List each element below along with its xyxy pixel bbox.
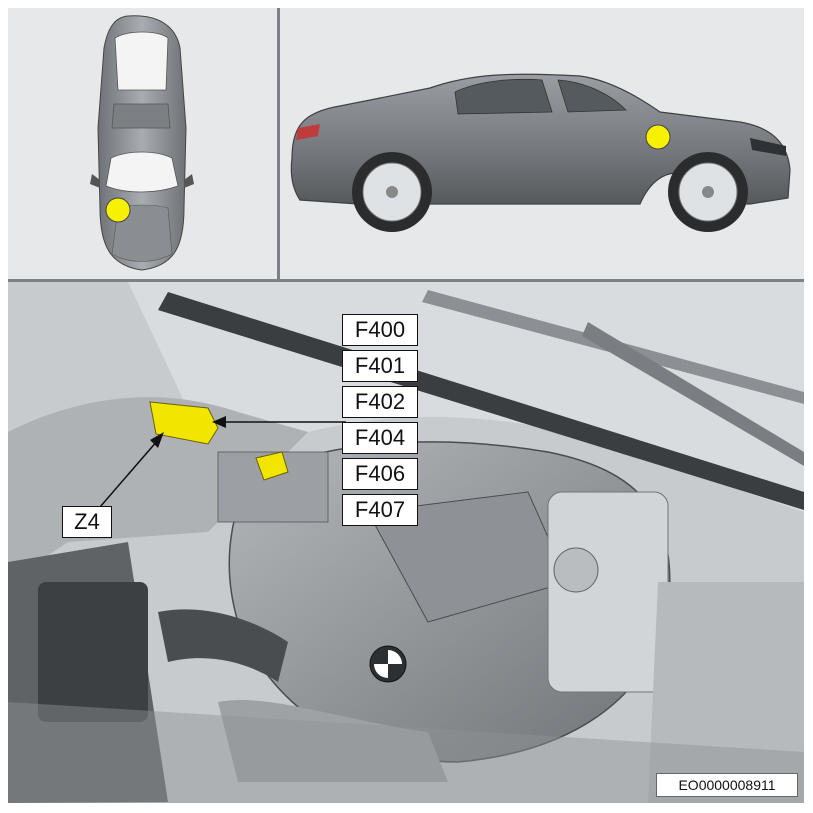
side-view-panel [280, 8, 804, 279]
fuse-label: F400 [342, 314, 418, 346]
location-marker-icon [105, 197, 131, 223]
z4-component-highlight [149, 401, 219, 445]
panel-divider [277, 8, 280, 279]
bmw-roundel-icon [369, 645, 407, 683]
fuse-label: F402 [342, 386, 418, 418]
car-side-view [290, 73, 791, 232]
engine-bay-illustration [8, 282, 804, 803]
callout-arrow-icon [99, 432, 164, 508]
engine-bay-panel [8, 282, 804, 803]
component-label: Z4 [62, 506, 112, 538]
location-marker-icon [645, 124, 671, 150]
car-top-view [90, 15, 194, 271]
fuse-label: F407 [342, 494, 418, 526]
front-wheel [668, 152, 748, 232]
fuse-label: F404 [342, 422, 418, 454]
panel-divider [8, 279, 804, 282]
rear-wheel [352, 152, 432, 232]
document-id: EO0000008911 [656, 773, 798, 797]
fuse-carrier-highlight [255, 451, 289, 481]
callout-arrow-icon [212, 416, 346, 428]
fuse-label: F406 [342, 458, 418, 490]
fuse-label: F401 [342, 350, 418, 382]
top-view-panel [8, 8, 277, 279]
